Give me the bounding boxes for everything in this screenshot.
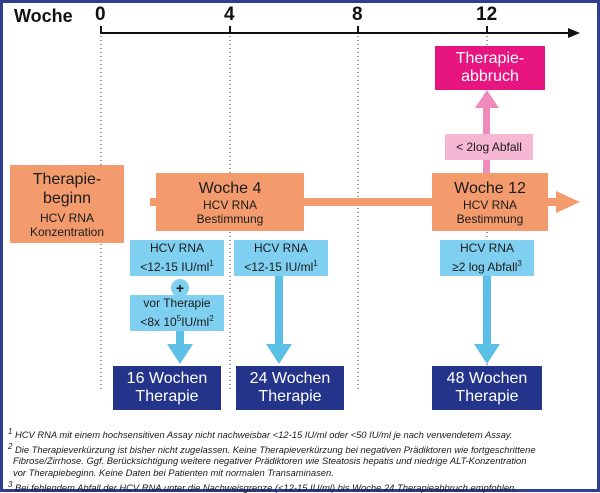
timeline-arrowhead: [568, 28, 580, 38]
rna-box-c: HCV RNA ≥2 log Abfall3: [440, 240, 534, 276]
rna-c-line1: HCV RNA: [459, 241, 514, 255]
week4-line1: HCV RNA: [202, 197, 257, 212]
up-arrow-shaft-lower: [483, 158, 490, 176]
vor-therapie-box: vor Therapie <8x 105IU/ml2: [130, 295, 224, 331]
week12-line2: Bestimmung: [456, 211, 524, 226]
outcome-48-line1: 48 Wochen: [446, 370, 528, 387]
rna-c-line2: ≥2 log Abfall3: [452, 259, 522, 274]
footnote-2-cont-b: vor Therapiebeginn. Keine Daten bei Pati…: [13, 467, 334, 479]
log-drop-box: < 2log Abfall: [445, 134, 533, 160]
down-arrow-48-shaft: [483, 276, 491, 356]
main-arrow-shaft: [150, 198, 558, 206]
rna-box-b: HCV RNA <12-15 IU/ml1: [234, 240, 328, 276]
vor-therapie-line1: vor Therapie: [143, 296, 211, 310]
outcome-16-line2: Therapie: [135, 388, 199, 405]
vor-therapie-line2: <8x 105IU/ml2: [140, 314, 214, 329]
tick-label-8: 8: [352, 4, 363, 25]
footnote-3: 3 Bei fehlendem Abfall der HCV RNA unter…: [8, 479, 517, 493]
week12-box: Woche 12 HCV RNA Bestimmung: [432, 173, 548, 231]
rna-a-line1: HCV RNA: [149, 241, 204, 255]
tick-label-0: 0: [95, 4, 106, 25]
week4-title: Woche 4: [198, 179, 262, 197]
therapy-start-line3: HCV RNA: [39, 210, 94, 225]
plus-circle: +: [171, 279, 189, 297]
tick-label-12: 12: [476, 4, 498, 25]
main-arrow-head: [556, 191, 580, 213]
footnote-2: 2 Die Therapieverkürzung ist bisher nich…: [8, 441, 536, 455]
rna-b-line2: <12-15 IU/ml1: [244, 259, 318, 274]
therapy-start-line1: Therapie-: [32, 170, 102, 188]
footnote-1: 1 HCV RNA mit einem hochsensitiven Assay…: [8, 427, 513, 441]
tick-label-4: 4: [224, 4, 235, 25]
outcome-24-line2: Therapie: [258, 388, 322, 405]
outcome-16-line1: 16 Wochen: [126, 370, 208, 387]
log-drop-text: < 2log Abfall: [456, 140, 522, 154]
outcome-48-weeks-box: 48 Wochen Therapie: [432, 366, 542, 410]
rna-box-a: HCV RNA <12-15 IU/ml1: [130, 240, 224, 276]
therapy-start-box: Therapie- beginn HCV RNA Konzentration: [10, 165, 124, 243]
therapy-abort-line2: abbruch: [461, 68, 519, 85]
timeline-axis-label: Woche: [14, 6, 73, 26]
outcome-24-line1: 24 Wochen: [249, 370, 331, 387]
therapy-start-line2: beginn: [42, 189, 92, 207]
therapy-start-line4: Konzentration: [29, 224, 105, 239]
rna-b-line1: HCV RNA: [253, 241, 308, 255]
footnotes: 1 HCV RNA mit einem hochsensitiven Assay…: [8, 426, 592, 493]
week12-line1: HCV RNA: [462, 197, 517, 212]
down-arrow-16-shaft: [176, 330, 184, 356]
therapy-abort-line1: Therapie-: [455, 50, 525, 67]
rna-a-line2: <12-15 IU/ml1: [140, 259, 214, 274]
down-arrow-24-head: [266, 344, 292, 364]
outcome-16-weeks-box: 16 Wochen Therapie: [113, 366, 221, 410]
down-arrow-48-head: [474, 344, 500, 364]
up-arrow-head: [475, 90, 499, 108]
footnote-2-cont-a: Fibrose/Zirrhose. Ggf. Berücksichtigung …: [13, 455, 527, 467]
down-arrow-16-head: [167, 344, 193, 364]
week4-line2: Bestimmung: [196, 211, 264, 226]
up-arrow-shaft-upper: [483, 100, 490, 136]
outcome-48-line2: Therapie: [455, 388, 519, 405]
down-arrow-24-shaft: [275, 276, 283, 356]
outcome-24-weeks-box: 24 Wochen Therapie: [236, 366, 344, 410]
week12-title: Woche 12: [454, 179, 526, 197]
week4-box: Woche 4 HCV RNA Bestimmung: [156, 173, 304, 231]
therapy-abort-box: Therapie- abbruch: [435, 46, 545, 90]
